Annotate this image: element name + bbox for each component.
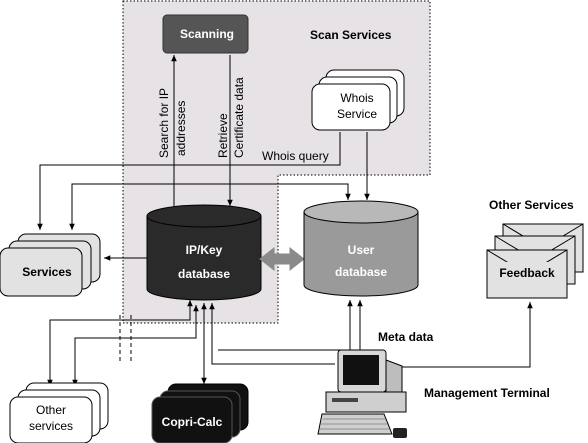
ipkey-db-line1: IP/Key <box>186 243 223 257</box>
computer-icon[interactable] <box>317 349 407 438</box>
other-services-line1: Other <box>36 403 66 417</box>
feedback-node[interactable]: Feedback <box>486 223 584 299</box>
retrieve-cert-label-2: Certificate data <box>232 77 246 158</box>
services-label: Services <box>22 265 72 279</box>
management-terminal-label: Management Terminal <box>424 386 550 400</box>
services-node[interactable]: Services <box>0 233 101 297</box>
retrieve-cert-label-1: Retrieve <box>216 113 230 158</box>
user-db-line2: database <box>335 265 387 279</box>
scanning-node[interactable]: Scanning <box>162 14 249 54</box>
copri-calc-node[interactable]: Copri-Calc <box>151 383 249 443</box>
other-services-line2: services <box>29 419 73 433</box>
whois-query-arrow <box>37 132 341 230</box>
terminal-feedback-arrow <box>402 302 533 368</box>
ipkey-database[interactable]: IP/Key database <box>146 204 262 301</box>
feedback-label: Feedback <box>499 266 555 280</box>
scanning-label: Scanning <box>180 27 234 41</box>
whois-service-line1: Whois <box>340 91 373 105</box>
ipkey-terminal-link <box>209 303 335 365</box>
whois-query-label: Whois query <box>262 149 329 163</box>
user-database[interactable]: User database <box>303 200 419 297</box>
search-ip-label-1: Search for IP <box>157 88 171 158</box>
whois-service-line2: Service <box>337 107 377 121</box>
other-services-group-title: Other Services <box>489 198 574 212</box>
ipkey-db-line2: database <box>178 267 230 281</box>
other-services-node[interactable]: Other services <box>9 382 109 443</box>
search-ip-label-2: addresses <box>174 101 188 156</box>
ipkey-other-services-link-2 <box>72 305 199 386</box>
meta-data-label: Meta data <box>378 330 434 344</box>
user-db-line1: User <box>348 243 375 257</box>
whois-service-node[interactable]: Whois Service <box>311 69 405 131</box>
copri-calc-label: Copri-Calc <box>162 415 223 429</box>
scan-services-title: Scan Services <box>310 28 392 42</box>
